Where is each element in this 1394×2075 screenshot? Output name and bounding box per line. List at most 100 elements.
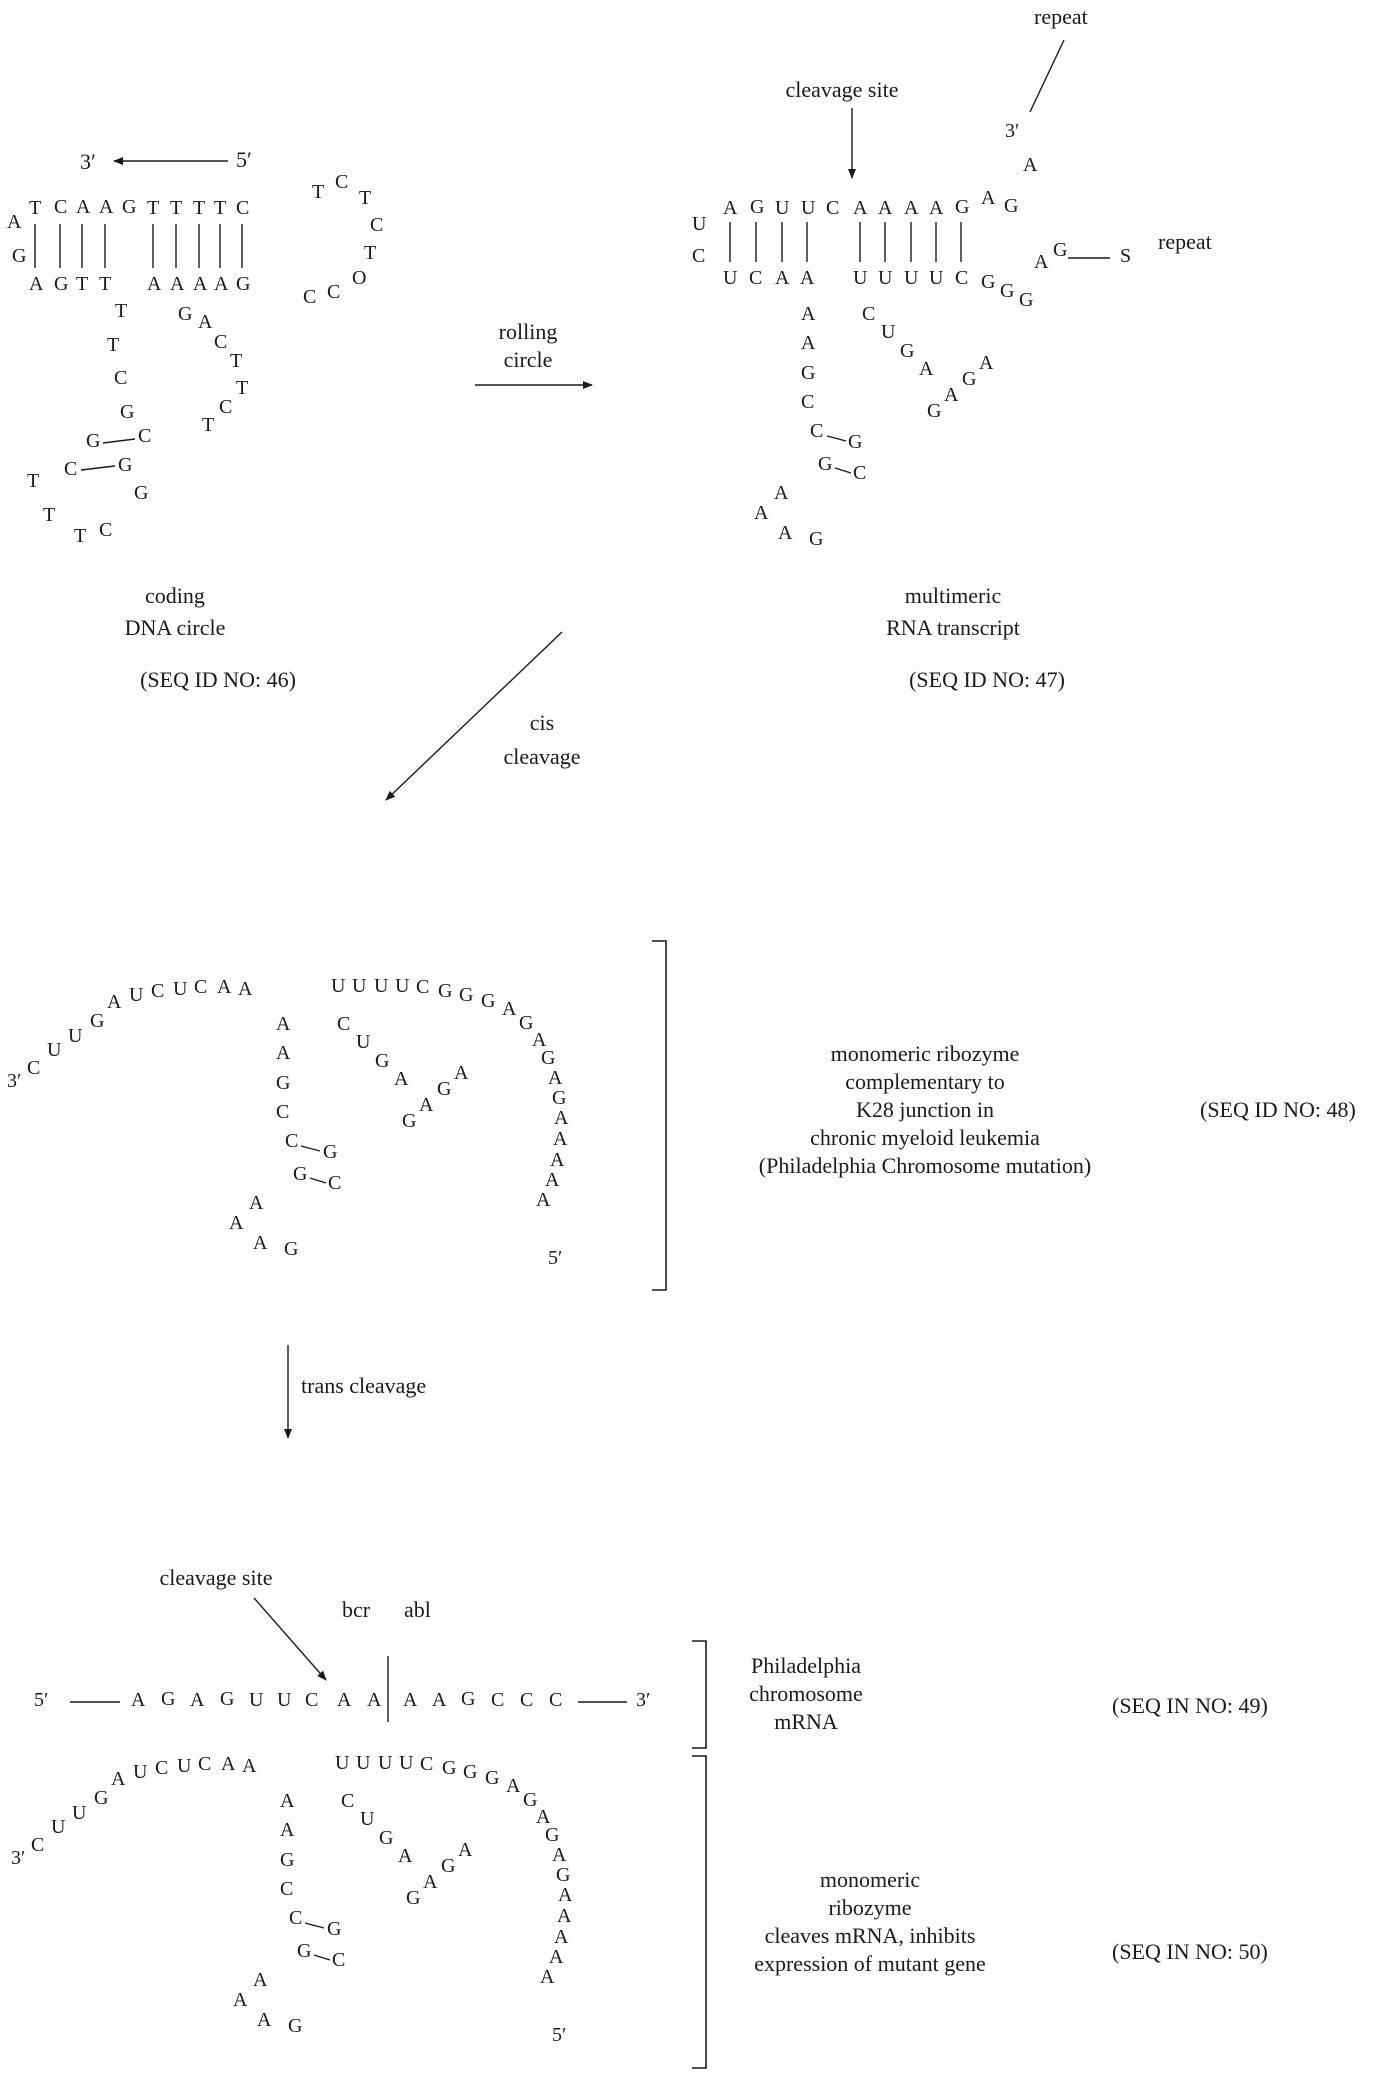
- seq-letter: G: [406, 1887, 421, 1909]
- seq-letter: C: [341, 1790, 355, 1812]
- seq-letter: T: [27, 470, 40, 492]
- seq-letter: A: [981, 187, 996, 209]
- seq-letter: C: [194, 976, 208, 998]
- seq-letter: U: [395, 975, 410, 997]
- seq-letter: A: [419, 1094, 434, 1116]
- monomer-mid-caption: monomeric ribozyme complementary to K28 …: [758, 1041, 1092, 1178]
- seq-letter: A: [29, 273, 44, 295]
- seq-letter: G: [323, 1141, 338, 1163]
- seq-letter: G: [54, 273, 69, 295]
- seq-letter: U: [277, 1689, 292, 1711]
- seq-letter: A: [280, 1819, 295, 1841]
- seq-letter: G: [481, 990, 496, 1012]
- seq-letter: C: [749, 267, 763, 289]
- seq-letter: G: [178, 303, 193, 325]
- seq-letter: G: [556, 1864, 571, 1886]
- seq-letter: T: [99, 273, 112, 295]
- seq-letter: A: [554, 1926, 569, 1948]
- seq-letter: C: [289, 1907, 303, 1929]
- seq-letter: T: [236, 377, 249, 399]
- seq-letter: A: [801, 303, 816, 325]
- seq-letter: U: [801, 197, 816, 219]
- seq-letter: A: [257, 2009, 272, 2031]
- seq-letter: A: [800, 267, 815, 289]
- seq-letter: C: [810, 420, 824, 442]
- cleavage-site-top-label: cleavage site: [785, 77, 899, 102]
- seq-letter: C: [549, 1689, 563, 1711]
- seq-letter: G: [955, 196, 970, 218]
- seq-letter: C: [27, 1057, 41, 1079]
- seq-letter: G: [293, 1163, 308, 1185]
- seq-letter: G: [523, 1789, 538, 1811]
- seq-letter: A: [276, 1042, 291, 1064]
- seq-letter: G: [809, 528, 824, 550]
- seq-letter: A: [929, 197, 944, 219]
- seq-letter: A: [190, 1689, 205, 1711]
- seq-letter: U: [352, 975, 367, 997]
- seq-letter: C: [114, 367, 128, 389]
- seq-letter: C: [54, 196, 68, 218]
- seq-letter: A: [454, 1062, 469, 1084]
- seq-letter: A: [557, 1905, 572, 1927]
- monomer-bottom-caption: monomeric ribozyme cleaves mRNA, inhibit…: [754, 1867, 986, 1976]
- seq-letter: A: [394, 1068, 409, 1090]
- seq-letter: G: [86, 430, 101, 452]
- seq-letter: A: [280, 1790, 295, 1812]
- seq-letter: A: [878, 197, 893, 219]
- seq-letter: A: [904, 197, 919, 219]
- seq-letter: A: [214, 273, 229, 295]
- seq-letter: T: [230, 350, 243, 372]
- seq-letter: A: [337, 1689, 352, 1711]
- seq-letter: A: [553, 1128, 568, 1150]
- seq-letter: C: [801, 391, 815, 413]
- seq-letter: C: [420, 1753, 434, 1775]
- seq-letter: U: [399, 1752, 414, 1774]
- seq-letter: A: [229, 1212, 244, 1234]
- seq-letter: G: [161, 1688, 176, 1710]
- cleavage-site-bottom-label: cleavage site: [159, 1565, 273, 1590]
- seq-letter: C: [335, 171, 349, 193]
- seq-letter: A: [723, 197, 738, 219]
- seq-letter: A: [944, 384, 959, 406]
- seq-letter: C: [155, 1757, 169, 1779]
- mrna-caption: Philadelphia chromosome mRNA: [749, 1653, 863, 1734]
- seq-letter: T: [29, 197, 42, 219]
- seq-letter: U: [878, 267, 893, 289]
- seq-letter: T: [115, 300, 128, 322]
- seq-letter: A: [540, 1966, 555, 1988]
- seq-letter: C: [214, 331, 228, 353]
- seq-letter: 5′: [548, 1247, 563, 1269]
- seq-letter: G: [463, 1761, 478, 1783]
- seq-letter: G: [1053, 239, 1068, 261]
- seq-letter: T: [214, 197, 227, 219]
- seq-letter: T: [312, 181, 325, 203]
- seq-letter: C: [370, 214, 384, 236]
- seq-letter: G: [122, 196, 137, 218]
- seq-letter: G: [220, 1688, 235, 1710]
- seq-letter: A: [506, 1775, 521, 1797]
- seq-letter: C: [236, 197, 250, 219]
- seq-letter: U: [173, 978, 188, 1000]
- seq-letter: A: [778, 522, 793, 544]
- cis-cleavage-label: cis cleavage: [503, 710, 581, 769]
- seq-letter: G: [900, 340, 915, 362]
- seq-letter: G: [927, 400, 942, 422]
- seq-letter: 3′: [1005, 120, 1020, 142]
- seq-id-48: (SEQ ID NO: 48): [1200, 1097, 1356, 1122]
- seq-letter: U: [853, 267, 868, 289]
- seq-letter: T: [74, 525, 87, 547]
- seq-letter: U: [929, 267, 944, 289]
- seq-letter: C: [520, 1689, 534, 1711]
- seq-letter: A: [398, 1845, 413, 1867]
- seq-letter: C: [955, 267, 969, 289]
- seq-letter: G: [327, 1918, 342, 1940]
- seq-letter: A: [76, 196, 91, 218]
- seq-letter: C: [416, 976, 430, 998]
- seq-letter: A: [233, 1989, 248, 2011]
- seq-letter: G: [437, 1078, 452, 1100]
- seq-letter: U: [177, 1755, 192, 1777]
- seq-letter: A: [238, 978, 253, 1000]
